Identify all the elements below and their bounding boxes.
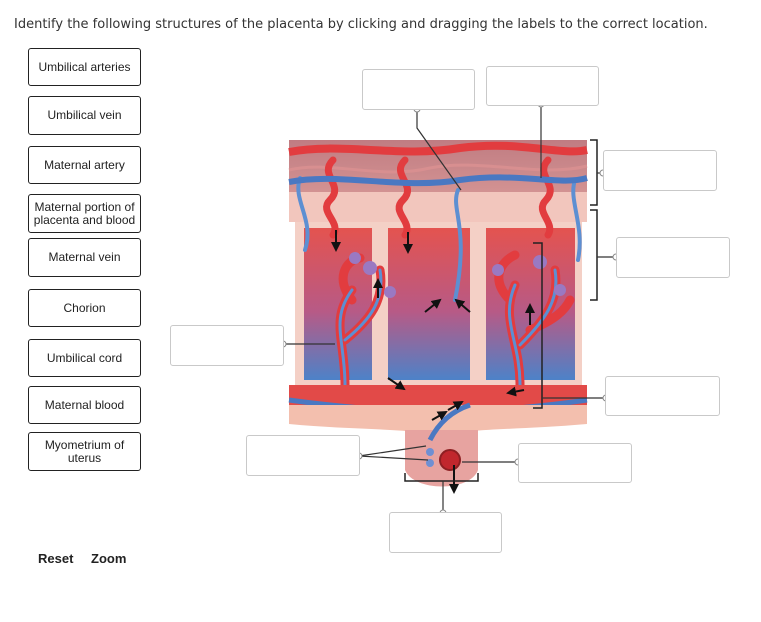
- drop-zone-9[interactable]: [389, 512, 502, 553]
- drop-zone-4[interactable]: [616, 237, 730, 278]
- blood-flow-arrows: [331, 230, 535, 494]
- drop-zone-6[interactable]: [605, 376, 720, 416]
- label-umbilical-arteries[interactable]: Umbilical arteries: [28, 48, 141, 86]
- label-umbilical-cord[interactable]: Umbilical cord: [28, 339, 141, 377]
- label-maternal-portion[interactable]: Maternal portion of placenta and blood: [28, 194, 141, 233]
- label-maternal-blood[interactable]: Maternal blood: [28, 386, 141, 424]
- maternal-spiral-arteries: [296, 156, 582, 302]
- drop-zone-8[interactable]: [518, 443, 632, 483]
- label-umbilical-vein[interactable]: Umbilical vein: [28, 96, 141, 135]
- drop-zone-5[interactable]: [170, 325, 284, 366]
- label-maternal-artery[interactable]: Maternal artery: [28, 146, 141, 184]
- zoom-button[interactable]: Zoom: [91, 551, 127, 566]
- drop-zone-2[interactable]: [486, 66, 599, 106]
- drop-zone-1[interactable]: [362, 69, 475, 110]
- label-chorion[interactable]: Chorion: [28, 289, 141, 327]
- drop-zone-7[interactable]: [246, 435, 360, 476]
- label-myometrium[interactable]: Myometrium of uterus: [28, 432, 141, 471]
- label-maternal-vein[interactable]: Maternal vein: [28, 238, 141, 277]
- drop-zone-3[interactable]: [603, 150, 717, 191]
- instruction-text: Identify the following structures of the…: [14, 17, 708, 32]
- reset-button[interactable]: Reset: [38, 551, 74, 566]
